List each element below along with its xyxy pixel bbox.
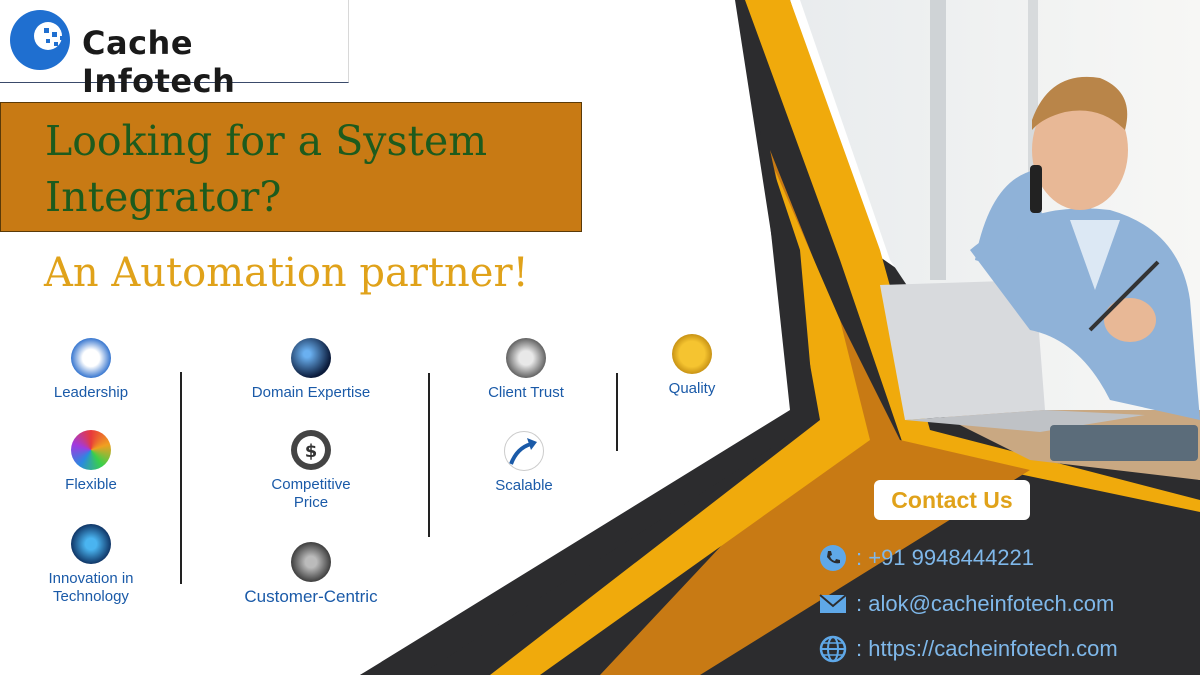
growth-arrow-icon [504,431,544,471]
logo-header: Cache Infotech [0,0,349,100]
subheadline: An Automation partner! [44,250,529,296]
innovation-icon [71,524,111,564]
quality-badge-icon [672,334,712,374]
feature-label: Flexible [65,476,117,493]
brand-name: Cache Infotech [82,24,236,100]
svg-text:$: $ [305,441,318,462]
feature-label: Domain Expertise [251,384,371,401]
cache-infotech-logo-icon [10,10,70,70]
domain-icon [291,338,331,378]
feature-divider [428,373,430,537]
feature-divider [616,373,618,451]
feature-label: Competitive Price [271,476,351,511]
contact-us-button[interactable]: Contact Us [874,480,1030,520]
contact-email[interactable]: : alok@cacheinfotech.com [818,588,1114,620]
feature-label: Leadership [53,384,129,401]
phone-icon [820,545,846,571]
website-url: : https://cacheinfotech.com [856,636,1118,661]
phone-number: : +91 9948444221 [856,545,1035,570]
businessman-photo [800,0,1200,480]
feature-customer-centric: Customer-Centric [221,542,401,606]
dollar-icon: $ [291,430,331,470]
customer-icon [291,542,331,582]
feature-leadership: Leadership [11,338,171,402]
feature-label: Customer-Centric [244,587,378,606]
feature-domain-expertise: Domain Expertise [231,338,391,402]
feature-divider [180,372,182,584]
feature-label: Quality [668,380,716,397]
feature-label: Scalable [495,477,553,494]
flexible-icon [71,430,111,470]
headline-banner: Looking for a System Integrator? [0,102,582,232]
contact-website[interactable]: : https://cacheinfotech.com [818,633,1118,665]
contact-phone[interactable]: : +91 9948444221 [818,542,1034,574]
feature-quality: Quality [612,334,772,398]
email-address: : alok@cacheinfotech.com [856,591,1115,616]
feature-label: Innovation in Technology [48,570,134,605]
feature-client-trust: Client Trust [446,338,606,402]
handshake-icon [506,338,546,378]
globe-icon [819,635,847,663]
email-icon [819,594,847,613]
headline: Looking for a System Integrator? [45,117,488,221]
feature-competitive-price: $ Competitive Price [231,430,391,512]
feature-flexible: Flexible [11,430,171,494]
feature-scalable: Scalable [444,431,604,495]
feature-innovation: Innovation in Technology [11,524,171,606]
leadership-icon [71,338,111,378]
feature-label: Client Trust [488,384,564,401]
